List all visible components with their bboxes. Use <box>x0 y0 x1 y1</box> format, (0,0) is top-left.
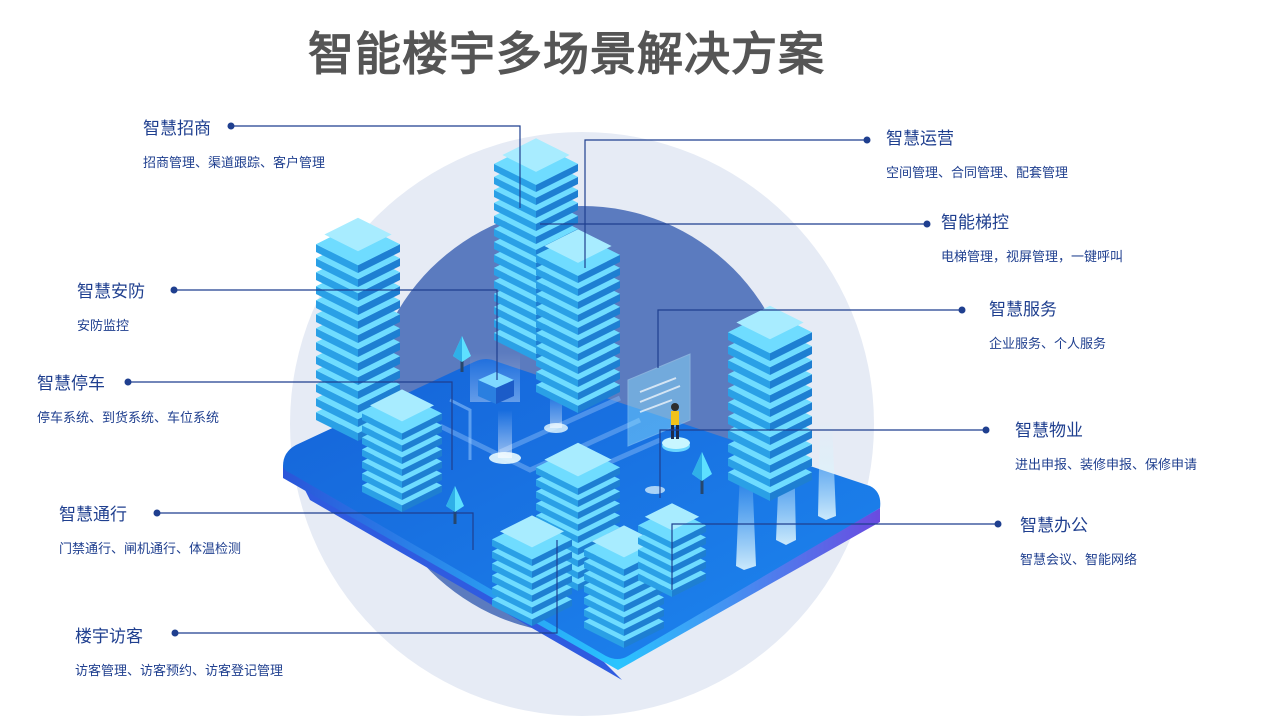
feature-elevator-control: 智能梯控 电梯管理，视屏管理，一键呼叫 <box>941 212 1123 267</box>
tower-left-short <box>362 389 442 512</box>
feature-desc: 安防监控 <box>77 319 130 334</box>
feature-desc: 停车系统、到货系统、车位系统 <box>37 411 220 426</box>
feature-title: 智慧停车 <box>37 374 105 394</box>
feature-desc: 招商管理、渠道跟踪、客户管理 <box>143 156 326 171</box>
towers <box>316 138 812 648</box>
feature-title: 智慧物业 <box>1015 421 1083 441</box>
feature-title: 智慧通行 <box>59 505 127 525</box>
core-cube <box>470 352 520 404</box>
feature-title: 智慧安防 <box>77 282 145 302</box>
feature-desc: 电梯管理，视屏管理，一键呼叫 <box>941 250 1124 265</box>
feature-desc: 企业服务、个人服务 <box>989 337 1107 352</box>
feature-title: 智慧招商 <box>143 119 211 139</box>
feature-title: 智慧运营 <box>886 129 954 149</box>
feature-smart-operation: 智慧运营 空间管理、合同管理、配套管理 <box>886 128 1068 183</box>
feature-title: 智慧服务 <box>989 300 1057 320</box>
feature-title: 楼宇访客 <box>75 627 143 647</box>
feature-desc: 空间管理、合同管理、配套管理 <box>886 166 1069 181</box>
feature-smart-property: 智慧物业 进出申报、装修申报、保修申请 <box>1015 420 1197 475</box>
feature-building-visitor: 楼宇访客 访客管理、访客预约、访客登记管理 <box>75 626 283 681</box>
feature-smart-investment: 智慧招商 招商管理、渠道跟踪、客户管理 <box>143 118 325 173</box>
feature-desc: 智慧会议、智能网络 <box>1020 553 1138 568</box>
light-pillars <box>736 420 836 570</box>
feature-title: 智能梯控 <box>941 213 1009 233</box>
tower-front-left <box>492 515 572 626</box>
trees <box>446 336 712 524</box>
feature-desc: 门禁通行、闸机通行、体温检测 <box>59 542 242 557</box>
page-title: 智能楼宇多场景解决方案 <box>308 27 825 81</box>
holo-screen <box>627 353 691 452</box>
feature-smart-parking: 智慧停车 停车系统、到货系统、车位系统 <box>37 373 219 428</box>
connector-lines <box>128 125 998 634</box>
feature-smart-service: 智慧服务 企业服务、个人服务 <box>989 299 1106 354</box>
tower-right <box>728 305 812 501</box>
feature-smart-access: 智慧通行 门禁通行、闸机通行、体温检测 <box>59 504 241 559</box>
feature-desc: 访客管理、访客预约、访客登记管理 <box>75 664 284 679</box>
feature-smart-security: 智慧安防 安防监控 <box>77 281 145 336</box>
tower-center-mid <box>536 229 620 413</box>
feature-desc: 进出申报、装修申报、保修申请 <box>1015 458 1198 473</box>
connector-dots <box>124 122 1002 637</box>
feature-title: 智慧办公 <box>1020 516 1088 536</box>
feature-smart-office: 智慧办公 智慧会议、智能网络 <box>1020 515 1137 570</box>
tower-left-tall <box>316 217 400 441</box>
